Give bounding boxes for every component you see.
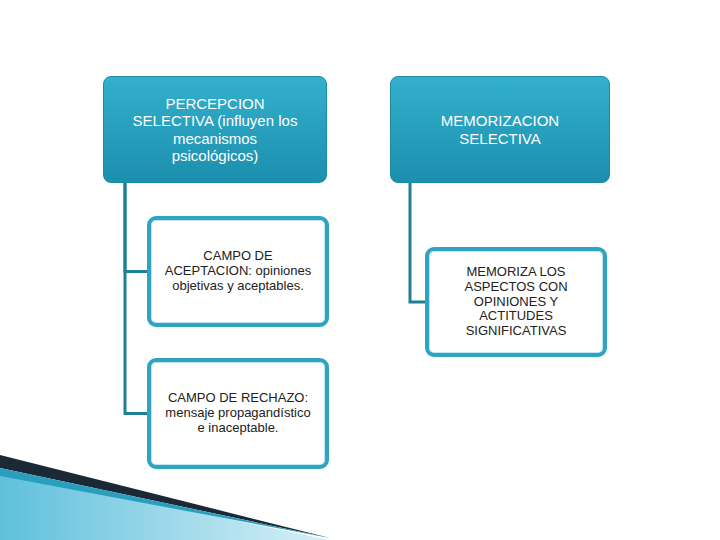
swoosh-teal [0,468,330,538]
node-text: PERCEPCION SELECTIVA (influyen los mecan… [130,95,300,164]
tree-connector [410,183,425,302]
node-text: MEMORIZACION SELECTIVA [417,112,583,147]
child-box: CAMPO DE ACEPTACION: opiniones objetivas… [147,216,329,327]
tree-connector [125,183,147,272]
tree-connector [125,183,147,414]
node-text: CAMPO DE RECHAZO: mensaje propagandístic… [163,391,313,436]
header-box: MEMORIZACION SELECTIVA [390,76,610,183]
header-box: PERCEPCION SELECTIVA (influyen los mecan… [103,76,327,183]
node-text: CAMPO DE ACEPTACION: opiniones objetivas… [163,249,313,294]
node-text: MEMORIZA LOS ASPECTOS CON OPINIONES Y AC… [441,265,591,340]
child-box: MEMORIZA LOS ASPECTOS CON OPINIONES Y AC… [425,247,607,357]
child-box: CAMPO DE RECHAZO: mensaje propagandístic… [147,358,329,469]
